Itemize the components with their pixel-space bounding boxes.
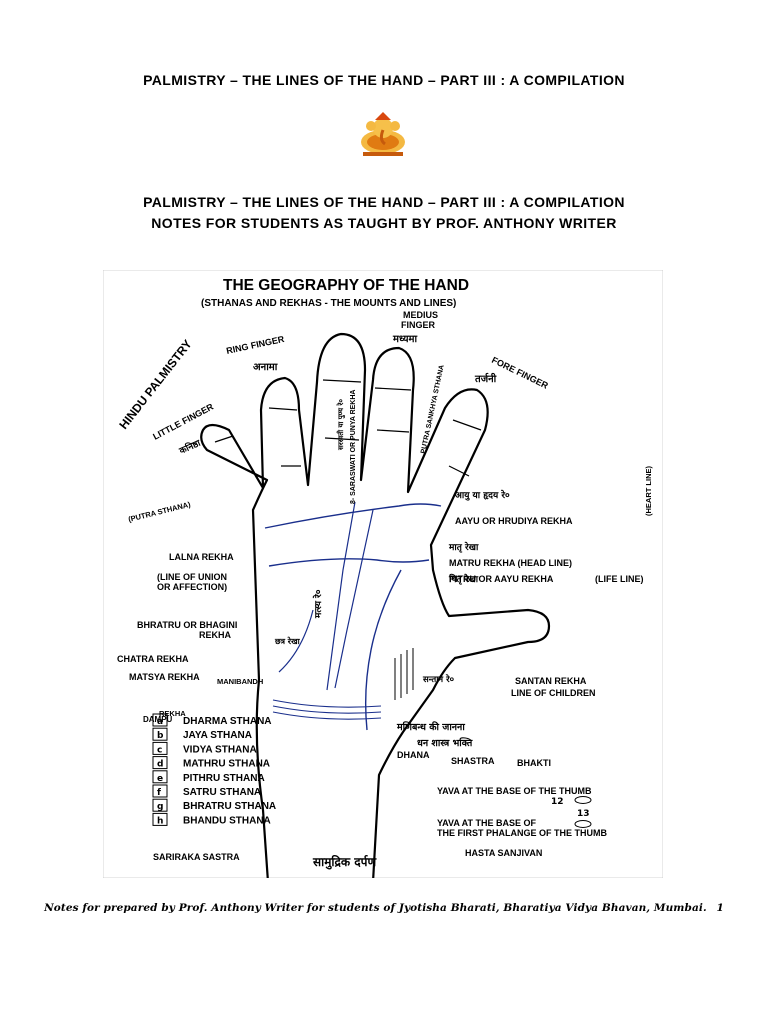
label-aayu-hi: आयु या हृदय रे० bbox=[455, 489, 510, 501]
yava-mark-13 bbox=[574, 820, 592, 828]
sthana-name: SATRU STHANA bbox=[183, 787, 261, 798]
sthana-name: BHRATRU STHANA bbox=[183, 801, 276, 812]
label-medius-1: MEDIUS bbox=[403, 310, 438, 320]
sthana-name: VIDYA STHANA bbox=[183, 744, 257, 755]
sthana-key-box bbox=[152, 713, 168, 727]
sthana-key-box bbox=[152, 798, 168, 812]
label-pitru-hi: पितृ रेखा bbox=[448, 573, 479, 585]
label-ring-finger-hi: अनामा bbox=[253, 362, 278, 373]
saraswati-line bbox=[334, 509, 374, 689]
sthana-key: g bbox=[157, 802, 163, 812]
label-chatra-rekha: CHATRA REKHA bbox=[117, 654, 189, 664]
hand-diagram: THE GEOGRAPHY OF THE HAND (STHANAS AND R… bbox=[103, 270, 663, 878]
label-manibandh: MANIBANDH bbox=[217, 677, 263, 686]
label-santan-hi: सन्तान रे० bbox=[422, 674, 455, 685]
sthana-name: BHANDU STHANA bbox=[183, 815, 271, 826]
label-dampu: DAMPU bbox=[143, 715, 173, 724]
sthana-key-box bbox=[152, 812, 168, 826]
label-matru-rekha: MATRU REKHA (HEAD LINE) bbox=[449, 558, 572, 568]
label-saraswati-rekha: 8- SARASWATI OR PUNYA REKHA bbox=[350, 390, 357, 504]
sthana-key-box bbox=[152, 784, 168, 798]
subtitle-line-1: PALMISTRY – THE LINES OF THE HAND – PART… bbox=[143, 194, 625, 210]
label-yava-base: YAVA AT THE BASE OF THE THUMB bbox=[437, 786, 592, 796]
label-life-line: (LIFE LINE) bbox=[595, 574, 644, 584]
label-samudrik: सामुद्रिक दर्पण bbox=[312, 855, 377, 870]
label-chatra-hi: छत्र रेखा bbox=[274, 636, 301, 646]
label-medius-hi: मध्यमा bbox=[392, 334, 418, 345]
sthana-key-box bbox=[152, 727, 168, 741]
wrist-lines bbox=[272, 699, 382, 720]
label-santan-children: LINE OF CHILDREN bbox=[511, 688, 596, 698]
head-line bbox=[268, 558, 430, 567]
page-number: 1 bbox=[716, 902, 724, 914]
sthana-name: MATHRU STHANA bbox=[183, 759, 270, 770]
sthana-key-box bbox=[152, 756, 168, 770]
sthana-key: d bbox=[157, 760, 163, 770]
label-pitru-rekha: PITRU OR AAYU REKHA bbox=[449, 574, 554, 584]
subtitle-line-2: NOTES FOR STUDENTS AS TAUGHT BY PROF. AN… bbox=[151, 215, 617, 231]
label-wrist-hi-2: धन शास्त्र भक्ति bbox=[417, 737, 473, 749]
ganesha-emblem-icon bbox=[361, 112, 405, 156]
sthana-name: DHARMA STHANA bbox=[183, 716, 272, 727]
life-line bbox=[364, 569, 402, 731]
label-wrist-hi: मणिबन्ध की जानना bbox=[396, 721, 465, 733]
label-matru-hi: मातृ रेखा bbox=[448, 541, 479, 553]
label-union-2: OR AFFECTION) bbox=[157, 582, 227, 592]
footer-note: Notes for prepared by Prof. Anthony Writ… bbox=[44, 902, 707, 914]
sthana-key: h bbox=[157, 816, 163, 826]
sthana-key: b bbox=[157, 731, 164, 741]
label-dampu-rekha: REKHA bbox=[159, 709, 186, 718]
label-hasta-sanjivan: HASTA SANJIVAN bbox=[465, 848, 542, 858]
sthana-key: e bbox=[157, 774, 163, 784]
diagram-subtitle: (STHANAS AND REKHAS - THE MOUNTS AND LIN… bbox=[201, 298, 456, 309]
label-yava-phalange-1: YAVA AT THE BASE OF bbox=[437, 818, 537, 828]
sthana-list: a DHARMA STHANA b JAYA STHANA c VIDYA STHANA d… bbox=[152, 713, 276, 826]
label-aayu-rekha: AAYU OR HRUDIYA REKHA bbox=[455, 516, 573, 526]
label-bhratru-1: BHRATRU OR BHAGINI bbox=[137, 620, 237, 630]
sthana-key: c bbox=[157, 745, 162, 755]
sthana-key-box bbox=[152, 741, 168, 755]
label-matsya-rekha: MATSYA REKHA bbox=[129, 672, 200, 682]
fate-line bbox=[326, 501, 356, 691]
label-yava-num-12: 12 bbox=[551, 797, 564, 807]
page-header-title: PALMISTRY – THE LINES OF THE HAND – PART… bbox=[143, 72, 625, 88]
label-medius-2: FINGER bbox=[401, 320, 436, 330]
label-lalna-rekha: LALNA REKHA bbox=[169, 552, 234, 562]
label-matsya-hi: मत्स्य रे० bbox=[312, 589, 324, 619]
label-heart-line: (HEART LINE) bbox=[644, 466, 653, 516]
sthana-key-box bbox=[152, 770, 168, 784]
label-bhakti: BHAKTI bbox=[517, 758, 551, 768]
sthana-name: JAYA STHANA bbox=[183, 730, 252, 741]
sthana-key: a bbox=[157, 717, 163, 727]
page-subtitle: PALMISTRY – THE LINES OF THE HAND – PART… bbox=[0, 192, 768, 234]
santan-lines bbox=[394, 648, 414, 700]
label-shastra: SHASTRA bbox=[451, 756, 495, 766]
label-dhana: DHANA bbox=[397, 750, 430, 760]
finger-crease-marks bbox=[214, 379, 482, 477]
sthana-key: f bbox=[157, 788, 161, 798]
label-saraswati-hi: सरस्वती या पुण्य रे० bbox=[336, 399, 346, 451]
label-fore-finger-hi: तर्जनी bbox=[474, 372, 497, 385]
sthana-name: PITHRU STHANA bbox=[183, 773, 265, 784]
page-footer: Notes for prepared by Prof. Anthony Writ… bbox=[0, 902, 768, 914]
label-union-1: (LINE OF UNION bbox=[157, 572, 227, 582]
label-sariraka-sastra: SARIRAKA SASTRA bbox=[153, 852, 240, 862]
matsya-line bbox=[278, 609, 314, 673]
label-santan-rekha: SANTAN REKHA bbox=[515, 676, 587, 686]
heart-line bbox=[264, 503, 442, 529]
hand-outline bbox=[200, 332, 551, 878]
yava-mark-12 bbox=[574, 796, 592, 804]
diagram-title: THE GEOGRAPHY OF THE HAND bbox=[223, 277, 469, 294]
label-yava-phalange-2: THE FIRST PHALANGE OF THE THUMB bbox=[437, 828, 607, 838]
label-bhratru-2: REKHA bbox=[199, 630, 232, 640]
label-yava-num-13: 13 bbox=[577, 809, 590, 819]
